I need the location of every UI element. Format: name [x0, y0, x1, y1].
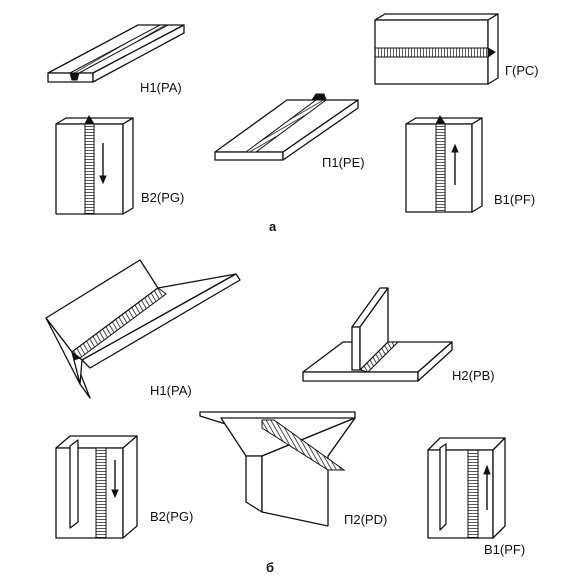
caption-a: а — [269, 219, 277, 234]
label-b-vertical-up: В1(РF) — [484, 542, 525, 557]
plate-vertical-down — [55, 114, 134, 215]
label-b-horizontal: Н2(РВ) — [452, 368, 495, 383]
plate-horizontal-butt — [374, 13, 499, 85]
plate-vertical-up — [405, 114, 483, 213]
label-b-overhead: П2(РD) — [344, 512, 387, 527]
label-a-vertical-up: В1(РF) — [494, 192, 535, 207]
label-a-overhead: П1(РЕ) — [322, 155, 365, 170]
label-a-flat: Н1(РА) — [140, 80, 182, 95]
caption-b: б — [266, 560, 274, 575]
tee-flat-v — [45, 259, 241, 399]
label-b-vertical-down: В2(РG) — [150, 509, 193, 524]
plate-overhead-butt — [214, 93, 359, 161]
tee-vertical-up — [427, 437, 506, 539]
tee-horizontal — [302, 287, 453, 382]
label-a-horizontal: Г(РС) — [505, 63, 539, 78]
label-a-vertical-down: В2(РG) — [141, 190, 184, 205]
tee-overhead — [199, 411, 356, 527]
plate-flat-butt — [47, 24, 185, 83]
tee-vertical-down — [55, 435, 138, 539]
label-b-flat: Н1(РА) — [150, 383, 192, 398]
